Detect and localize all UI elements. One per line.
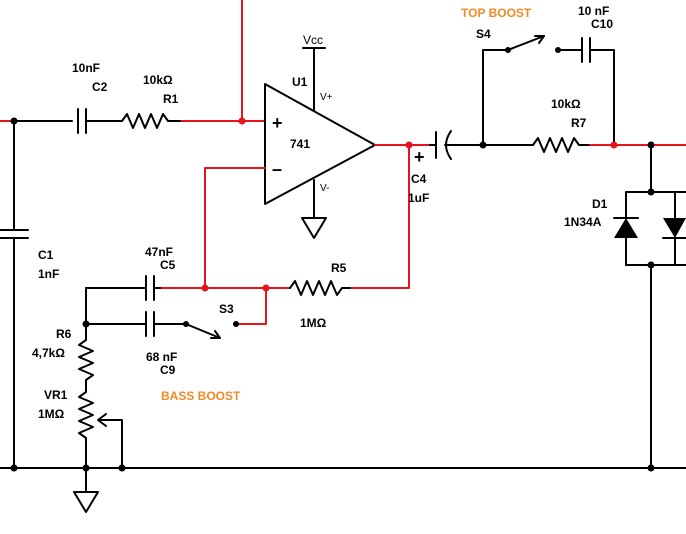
resistor-r5 [289, 280, 351, 296]
capacitor-c1 [0, 120, 29, 472]
c4-ref: C4 [411, 172, 427, 186]
feedback-wires [159, 141, 431, 325]
c5-value: 47nF [145, 245, 173, 259]
c2-value: 10nF [72, 61, 100, 75]
c10-value: 10 nF [578, 4, 609, 18]
input-wire [0, 0, 266, 125]
c9-ref: C9 [160, 363, 176, 377]
potentiometer-vr1 [73, 391, 126, 513]
d1-value: 1N34A [564, 215, 602, 229]
r1-value: 10kΩ [143, 73, 173, 87]
s4-ref: S4 [476, 27, 491, 41]
vr1-value: 1MΩ [38, 407, 65, 421]
r5-ref: R5 [331, 261, 347, 275]
r7-value: 10kΩ [551, 97, 581, 111]
diode-d1 [613, 144, 686, 472]
u1-vminus: V- [320, 183, 329, 194]
c4-value: 1uF [408, 191, 429, 205]
c1-ref: C1 [38, 248, 54, 262]
resistor-r6 [78, 287, 94, 393]
vcc-label: Vcc [303, 33, 323, 47]
c5-ref: C5 [160, 258, 176, 272]
switch-s3 [183, 321, 239, 339]
capacitor-c10 [581, 37, 615, 146]
capacitor-c4 [429, 130, 484, 160]
u1-minus-input: – [272, 159, 282, 179]
capacitor-c5 [85, 275, 161, 301]
c2-ref: C2 [92, 80, 108, 94]
c1-value: 1nF [38, 267, 59, 281]
vr1-ref: VR1 [44, 388, 68, 402]
u1-ref: U1 [292, 75, 308, 89]
capacitor-c9 [85, 311, 185, 337]
d1-ref: D1 [592, 197, 608, 211]
s3-ref: S3 [219, 302, 234, 316]
u1-value: 741 [290, 137, 310, 151]
r1-ref: R1 [163, 92, 179, 106]
c9-value: 68 nF [146, 350, 177, 364]
r6-ref: R6 [56, 327, 72, 341]
u1-vplus: V+ [320, 92, 333, 103]
c4-polarity: + [414, 147, 425, 167]
r5-value: 1MΩ [300, 316, 327, 330]
c10-ref: C10 [591, 17, 613, 31]
bass-boost-label: BASS BOOST [161, 389, 241, 403]
resistor-r7 [482, 137, 686, 153]
opamp-u1 [264, 47, 376, 239]
top-boost-label: TOP BOOST [461, 6, 532, 20]
r7-ref: R7 [571, 116, 587, 130]
r6-value: 4,7kΩ [32, 346, 65, 360]
u1-plus-input: + [272, 113, 283, 133]
switch-s4 [479, 35, 583, 149]
capacitor-c2 [77, 108, 123, 134]
resistor-r1 [121, 113, 181, 129]
